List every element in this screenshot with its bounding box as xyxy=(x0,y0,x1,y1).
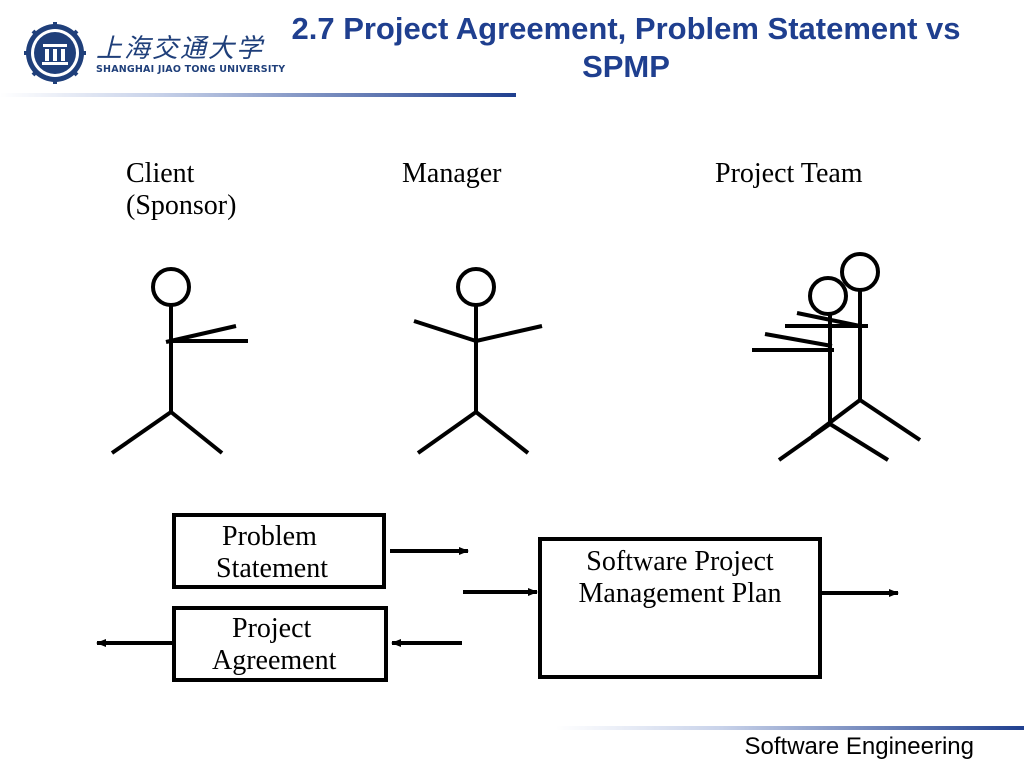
manager-label: Manager xyxy=(402,158,502,189)
client-figure xyxy=(110,267,248,455)
footer-course-name: Software Engineering xyxy=(744,733,974,760)
problem-statement-line2: Statement xyxy=(216,553,328,584)
client-label: Client (Sponsor) xyxy=(126,158,236,222)
project-agreement-line1: Project xyxy=(232,613,312,644)
spmp-label: Software Project Management Plan xyxy=(538,546,822,610)
footer-divider xyxy=(556,726,1024,730)
page-title-line1: 2.7 Project Agreement, Problem Statement… xyxy=(291,11,961,46)
spmp-line2: Management Plan xyxy=(578,578,782,609)
header-divider xyxy=(0,93,516,97)
team-figure-front xyxy=(752,276,890,462)
problem-statement-box xyxy=(172,513,386,589)
team-figure-back xyxy=(785,252,922,442)
university-name-cn: 上海交通大学 xyxy=(96,34,265,64)
problem-statement-label: Problem Statement xyxy=(216,521,328,585)
project-agreement-label: Project Agreement xyxy=(212,613,336,677)
project-agreement-line2: Agreement xyxy=(212,645,337,676)
spmp-line1: Software Project xyxy=(586,546,774,577)
university-logo: 上海交通大学 SHANGHAI JIAO TONG UNIVERSITY xyxy=(20,18,285,88)
manager-figure xyxy=(413,267,543,455)
project-team-label: Project Team xyxy=(715,158,863,189)
problem-statement-line1: Problem xyxy=(222,521,317,552)
page-title-line2: SPMP xyxy=(582,49,670,84)
client-label-line2: (Sponsor) xyxy=(126,190,237,221)
project-agreement-box xyxy=(172,606,388,682)
university-name-en: SHANGHAI JIAO TONG UNIVERSITY xyxy=(96,64,286,75)
page-title: 2.7 Project Agreement, Problem Statement… xyxy=(246,10,1006,86)
client-label-line1: Client xyxy=(126,158,195,189)
spmp-box xyxy=(538,537,822,679)
university-seal-icon xyxy=(24,22,86,84)
